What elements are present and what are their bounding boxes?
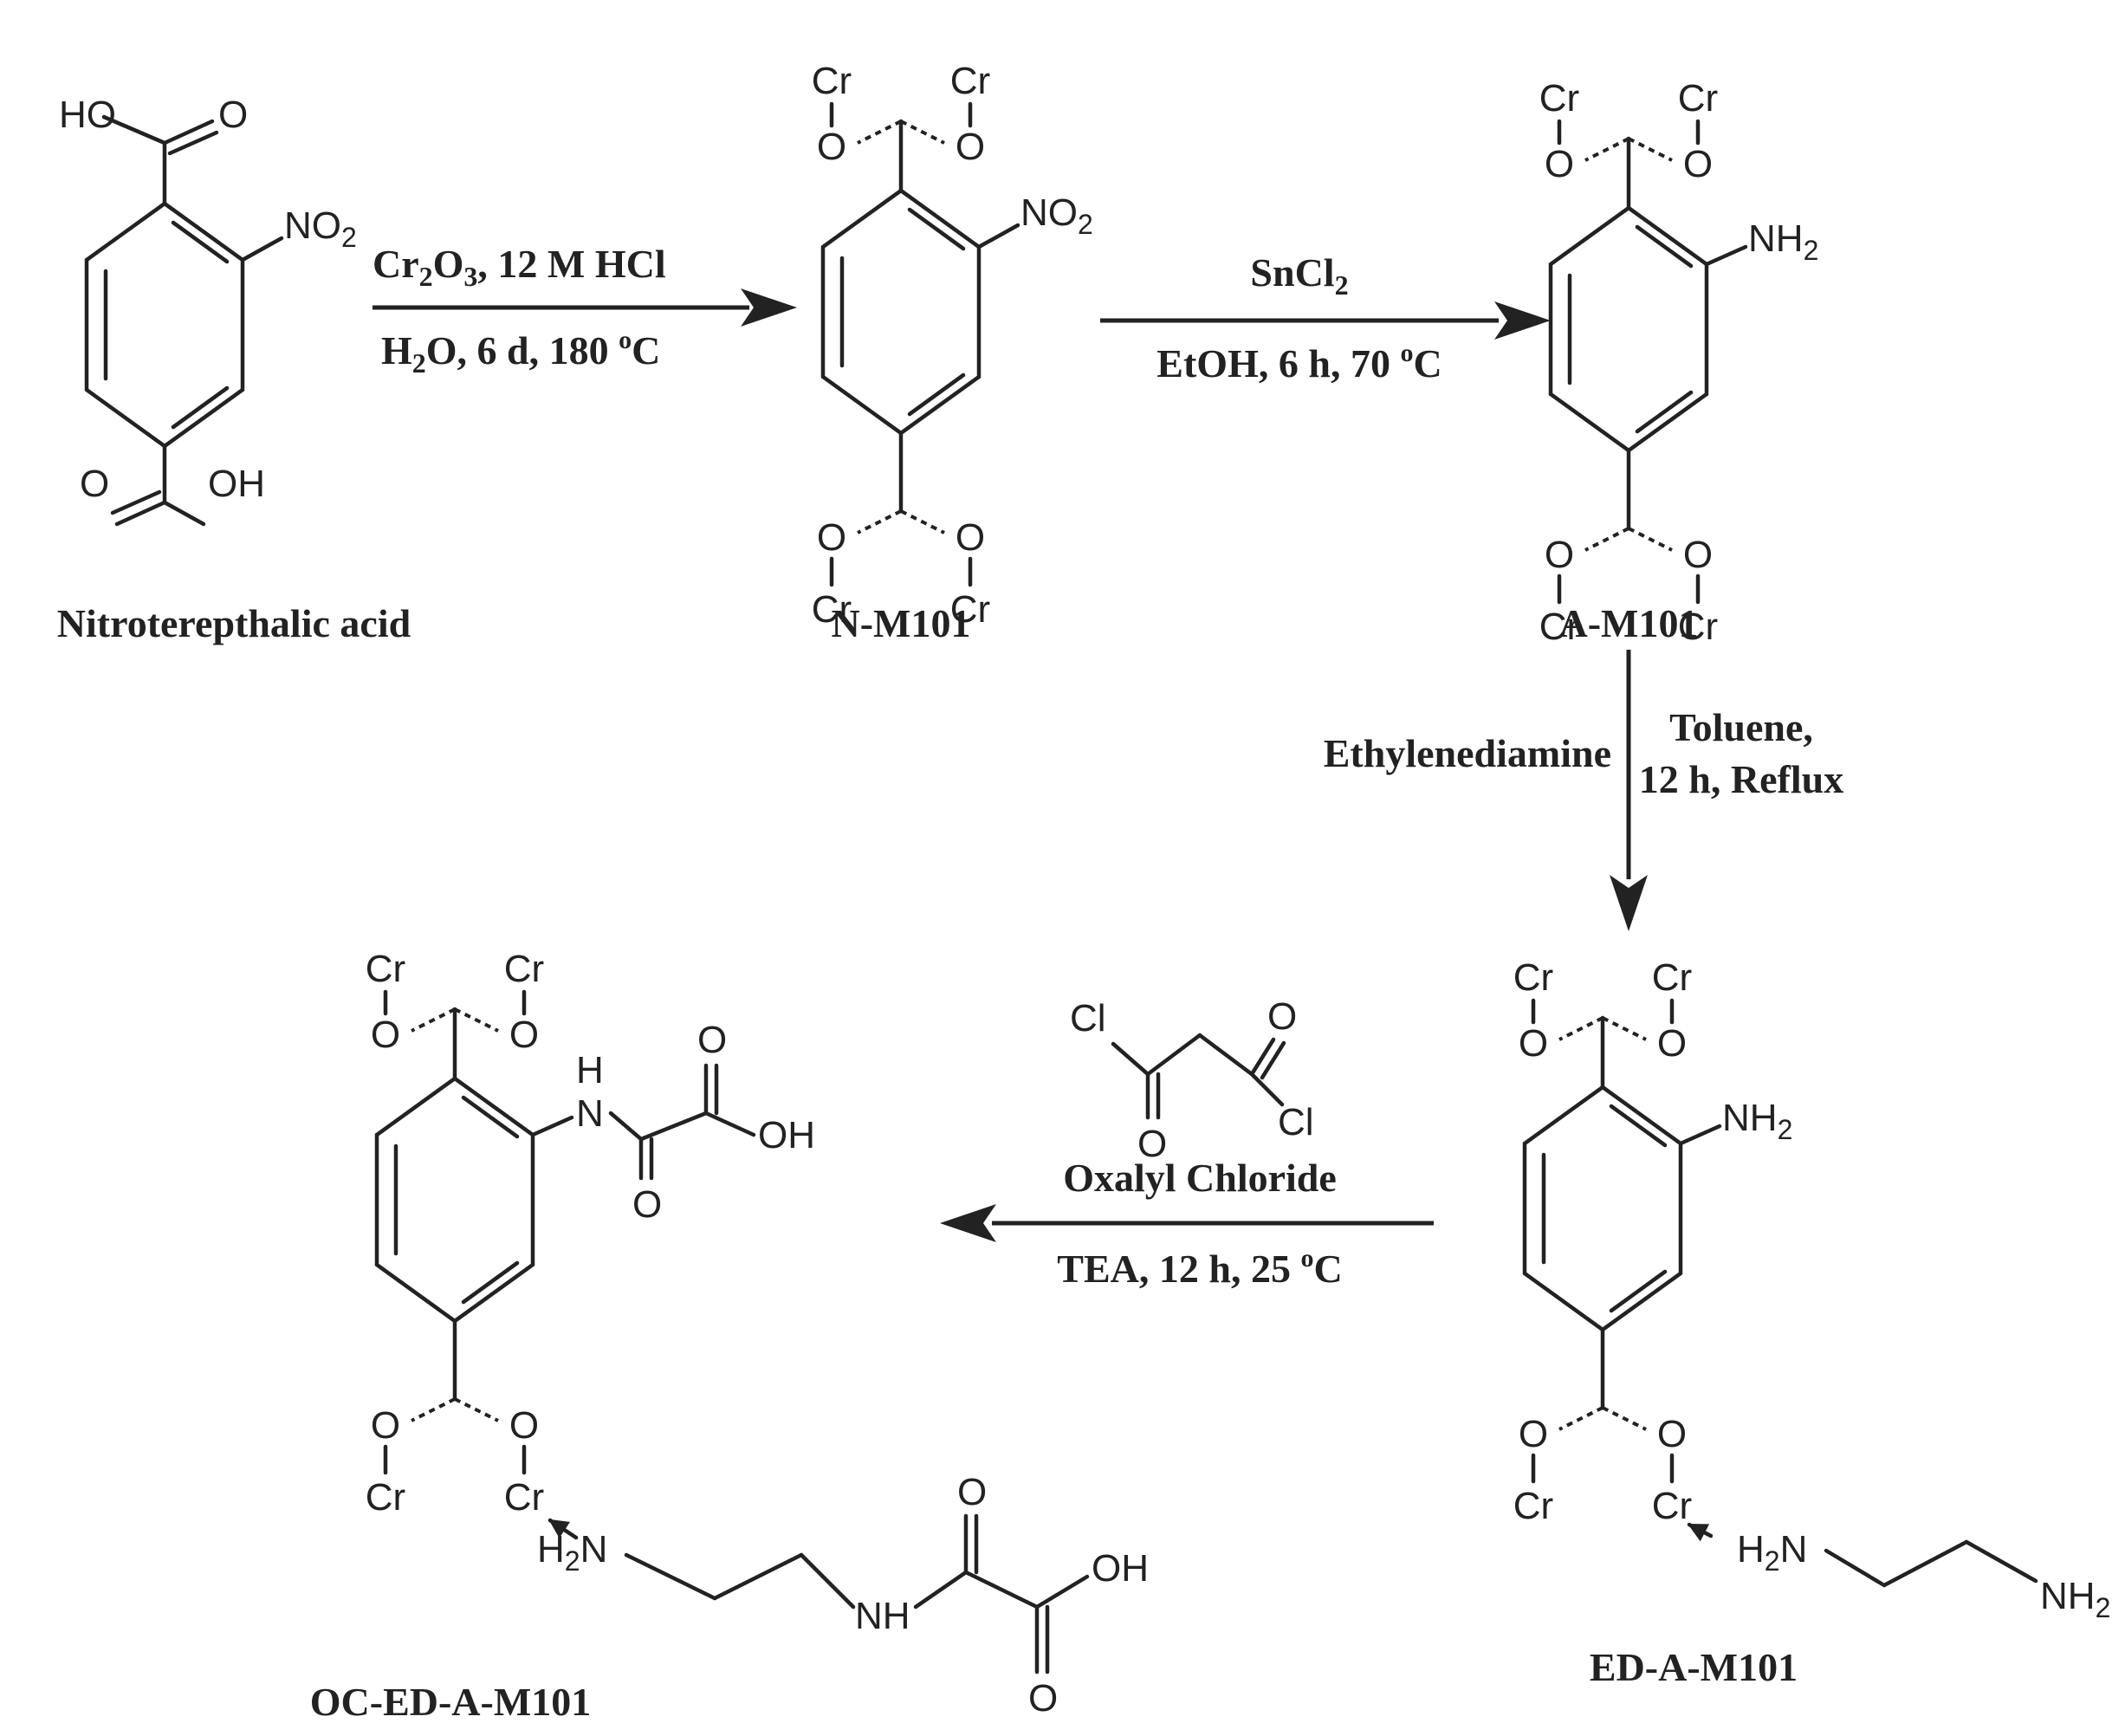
label-nitroterephthalic-acid: Nitroterepthalic acid xyxy=(57,601,411,645)
svg-text:H2N: H2N xyxy=(1737,1528,1807,1577)
step3-reagent: Ethylenediamine xyxy=(1324,731,1611,775)
arrowhead-4 xyxy=(940,1204,996,1242)
svg-text:OH: OH xyxy=(208,463,265,505)
svg-text:NO2: NO2 xyxy=(284,204,357,253)
molecule-n-m101: NO2 xyxy=(812,60,1093,631)
svg-text:O: O xyxy=(218,94,248,136)
label-n-m101: N-M101 xyxy=(832,601,971,645)
svg-text:O: O xyxy=(697,1019,727,1061)
molecule-a-m101: NH2 xyxy=(1539,77,1818,648)
step1-conditions: H2O, 6 d, 180 oC xyxy=(381,326,660,379)
svg-text:NO2: NO2 xyxy=(1020,191,1093,240)
arrowhead-1 xyxy=(741,288,797,327)
molecule-nitroterephthalic-acid: HO O NO2 O OH xyxy=(59,94,357,527)
svg-text:NH2: NH2 xyxy=(1748,217,1818,266)
svg-text:NH2: NH2 xyxy=(2040,1575,2110,1623)
step3-solvent: Toluene, xyxy=(1669,705,1813,749)
label-oc-ed-a-m101: OC-ED-A-M101 xyxy=(310,1680,592,1724)
step2-conditions: EtOH, 6 h, 70 oC xyxy=(1156,339,1442,385)
label-ed-a-m101: ED-A-M101 xyxy=(1590,1645,1798,1689)
svg-text:N: N xyxy=(576,1092,604,1135)
label-a-m101: A-M101 xyxy=(1559,601,1699,645)
molecule-ed-a-m101: NH2 H2N NH2 xyxy=(1513,956,2110,1623)
svg-text:OH: OH xyxy=(1092,1547,1149,1590)
svg-text:Cl: Cl xyxy=(1070,997,1106,1040)
svg-text:O: O xyxy=(1137,1123,1167,1165)
arrowhead-2 xyxy=(1494,301,1551,340)
molecule-oxalyl-chloride: Cl O O Cl xyxy=(1070,995,1314,1165)
svg-text:NH: NH xyxy=(855,1595,910,1637)
svg-text:O: O xyxy=(80,463,109,505)
svg-text:HO: HO xyxy=(59,94,116,136)
svg-text:O: O xyxy=(1267,995,1297,1038)
step1-reagents: Cr2O3, 12 M HCl xyxy=(373,242,666,292)
svg-text:O: O xyxy=(957,1471,987,1513)
step2-reagents: SnCl2 xyxy=(1250,250,1348,301)
arrowhead-3 xyxy=(1610,875,1648,931)
svg-text:OH: OH xyxy=(758,1114,815,1156)
svg-text:H2N: H2N xyxy=(537,1528,607,1577)
svg-text:NH2: NH2 xyxy=(1722,1097,1792,1145)
svg-text:O: O xyxy=(632,1183,662,1226)
step4-reagent: Oxalyl Chloride xyxy=(1063,1156,1337,1200)
step3-conditions: 12 h, Reflux xyxy=(1639,757,1843,801)
step4-conditions: TEA, 12 h, 25 oC xyxy=(1057,1244,1342,1291)
svg-text:Cl: Cl xyxy=(1278,1101,1314,1143)
svg-text:O: O xyxy=(1028,1677,1058,1720)
molecule-oc-ed-a-m101: N H O O OH H2N NH O O OH xyxy=(366,948,1149,1720)
svg-text:H: H xyxy=(576,1049,604,1091)
